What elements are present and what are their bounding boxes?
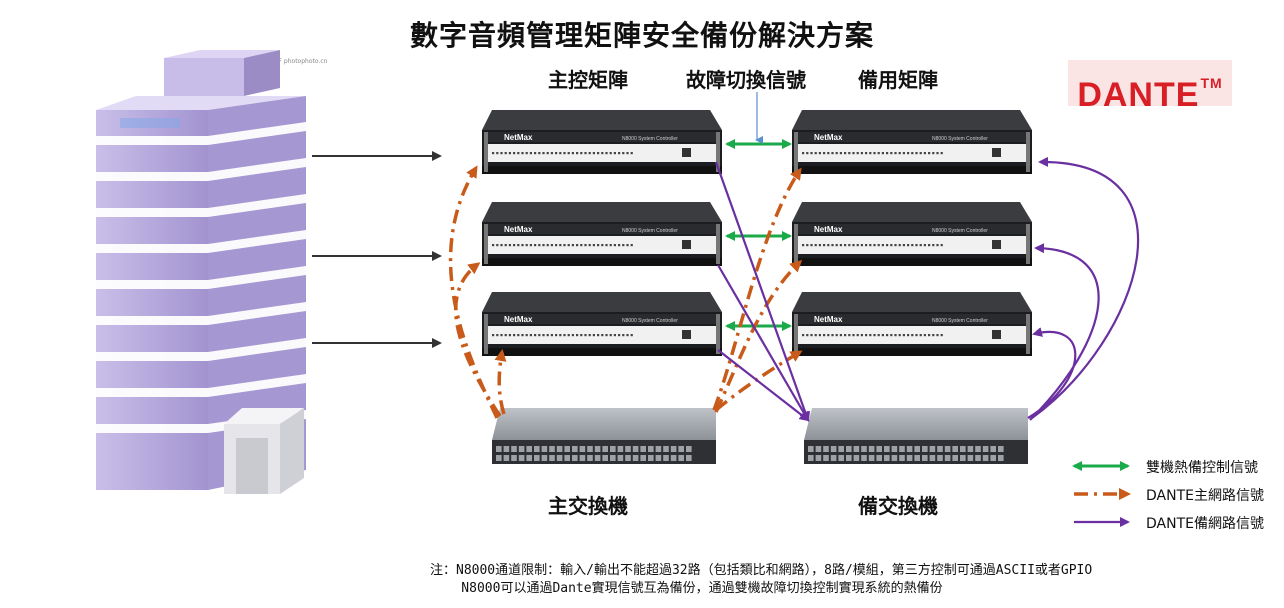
label-primary-switch: 主交換機 <box>548 494 628 518</box>
backup-switch-icon <box>804 408 1028 464</box>
device-model: N8000 System Controller <box>932 228 988 234</box>
legend-label-dante-primary: DANTE主網路信號 <box>1146 488 1264 504</box>
backup-matrix-2: NetMax N8000 System Controller <box>792 202 1032 266</box>
label-backup-switch: 備交換機 <box>858 494 938 518</box>
backup-matrix-1: NetMax N8000 System Controller <box>792 110 1032 174</box>
device-brand: NetMax <box>504 133 533 142</box>
footnote: 注：N8000通道限制：輸入/輸出不能超過32路（包括類比和網路），8路/模組，… <box>430 562 1092 598</box>
primary-matrix-2: NetMax N8000 System Controller <box>482 202 722 266</box>
device-brand: NetMax <box>814 315 843 324</box>
page-title: 數字音頻管理矩陣安全備份解決方案 <box>409 19 874 52</box>
building-icon <box>96 50 306 494</box>
label-backup-matrix: 備用矩陣 <box>858 68 938 92</box>
label-primary-matrix: 主控矩陣 <box>548 68 628 92</box>
building-feed-arrows <box>312 151 442 348</box>
dante-primary-links <box>448 165 803 419</box>
device-model: N8000 System Controller <box>622 136 678 142</box>
device-model: N8000 System Controller <box>932 136 988 142</box>
device-brand: NetMax <box>504 225 533 234</box>
legend-label-dante-backup: DANTE備網路信號 <box>1146 516 1264 532</box>
footnote-line-1: 注：N8000通道限制：輸入/輸出不能超過32路（包括類比和網路），8路/模組，… <box>430 563 1093 578</box>
footnote-line-2: N8000可以通過Dante實現信號互為備份，通過雙機故障切換控制實現系統的熱備… <box>430 581 943 596</box>
dante-logo: DANTETM <box>1068 60 1232 114</box>
device-model: N8000 System Controller <box>932 318 988 324</box>
legend-label-hot-standby: 雙機熱備控制信號 <box>1146 460 1258 476</box>
primary-matrix-3: NetMax N8000 System Controller <box>482 292 722 356</box>
device-brand: NetMax <box>504 315 533 324</box>
label-fault-signal: 故障切換信號 <box>686 68 806 92</box>
device-model: N8000 System Controller <box>622 228 678 234</box>
primary-switch-icon <box>492 408 716 464</box>
legend-swatches <box>1072 461 1131 527</box>
device-model: N8000 System Controller <box>622 318 678 324</box>
primary-matrix-1: NetMax N8000 System Controller <box>482 110 722 174</box>
backup-matrix-3: NetMax N8000 System Controller <box>792 292 1032 356</box>
hot-standby-links <box>725 139 792 331</box>
dante-backup-links <box>714 156 1140 422</box>
device-brand: NetMax <box>814 225 843 234</box>
device-brand: NetMax <box>814 133 843 142</box>
watermark-text: 图行天下 photophoto.cn <box>258 58 328 65</box>
